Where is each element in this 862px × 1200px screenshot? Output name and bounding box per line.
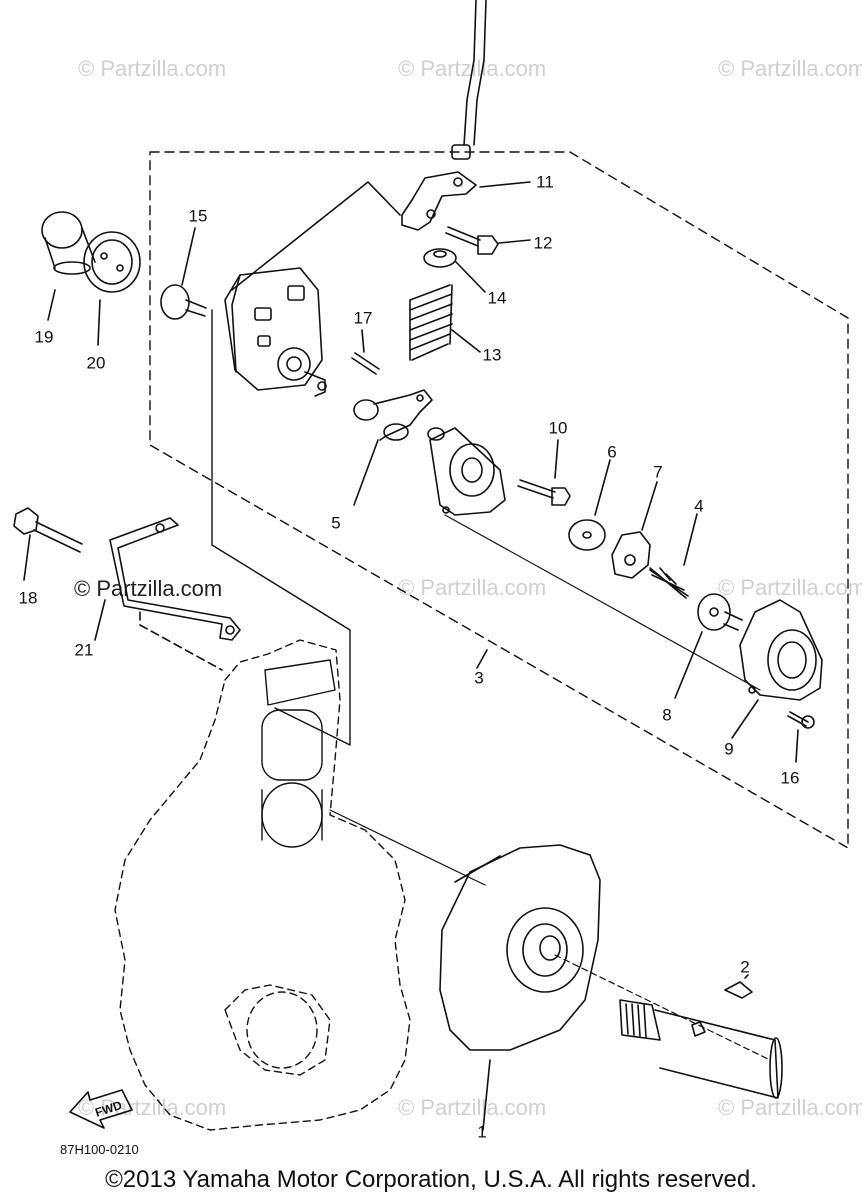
key-icon [724, 981, 753, 999]
splined-shaft-icon [619, 999, 783, 1099]
screw-icon [787, 711, 815, 729]
bolt-icon [445, 226, 499, 255]
spring-icon [409, 284, 453, 361]
watermark: © Partzilla.com [718, 1095, 862, 1120]
hub-icon [697, 593, 743, 631]
watermark: © Partzilla.com [398, 575, 547, 600]
watermark: © Partzilla.com [74, 576, 223, 601]
washer-icon [568, 519, 606, 551]
watermark: © Partzilla.com [78, 1095, 227, 1120]
primary-sheave-icon [439, 844, 601, 1051]
callout-20: 20 [86, 353, 106, 373]
bracket-icon [109, 517, 241, 641]
crankcase-detail-icon [224, 659, 336, 1076]
watermark: © Partzilla.com [718, 575, 862, 600]
gear-plate-icon [611, 531, 651, 579]
collar-icon [423, 248, 457, 268]
callout-17: 17 [353, 308, 373, 328]
governor-shaft-icon [353, 389, 433, 441]
housing-icon [224, 267, 327, 397]
fwd-arrow-icon [69, 1089, 133, 1129]
callout-1: 1 [477, 1122, 487, 1142]
watermark: © Partzilla.com [78, 56, 227, 81]
diagram-code: 87H100-0210 [60, 1142, 139, 1157]
spring-icon [649, 567, 689, 599]
pin-icon [351, 352, 380, 375]
callout-15: 15 [188, 206, 208, 226]
bolt-icon [517, 479, 571, 506]
cable-icon [451, 0, 487, 160]
lever-arm-icon [401, 171, 477, 231]
rubber-cap-icon [41, 211, 96, 275]
crankcase-icon [114, 639, 411, 1131]
copyright-notice: ©2013 Yamaha Motor Corporation, U.S.A. A… [105, 1166, 757, 1193]
callout-14: 14 [487, 288, 507, 308]
callout-2: 2 [740, 957, 750, 977]
callout-9: 9 [724, 739, 734, 759]
callout-6: 6 [607, 442, 617, 462]
callout-12: 12 [533, 233, 553, 253]
governor-cover-icon [427, 427, 506, 516]
callout-5: 5 [331, 513, 341, 533]
callout-16: 16 [780, 768, 800, 788]
callout-18: 18 [18, 588, 38, 608]
washer-icon [160, 284, 207, 320]
callout-13: 13 [482, 345, 502, 365]
callout-3: 3 [474, 668, 484, 688]
callout-11: 11 [536, 172, 554, 192]
end-cover-icon [739, 599, 823, 701]
watermark: © Partzilla.com [718, 56, 862, 81]
callout-19: 19 [34, 327, 54, 347]
bolt-icon [13, 507, 83, 553]
callout-21: 21 [74, 640, 94, 660]
callout-7: 7 [653, 462, 663, 482]
assembly-boundary [149, 151, 849, 849]
callout-10: 10 [548, 418, 568, 438]
callout-8: 8 [662, 705, 672, 725]
watermark: © Partzilla.com [398, 1095, 547, 1120]
callout-4: 4 [694, 496, 704, 516]
cap-plate-icon [83, 231, 141, 293]
